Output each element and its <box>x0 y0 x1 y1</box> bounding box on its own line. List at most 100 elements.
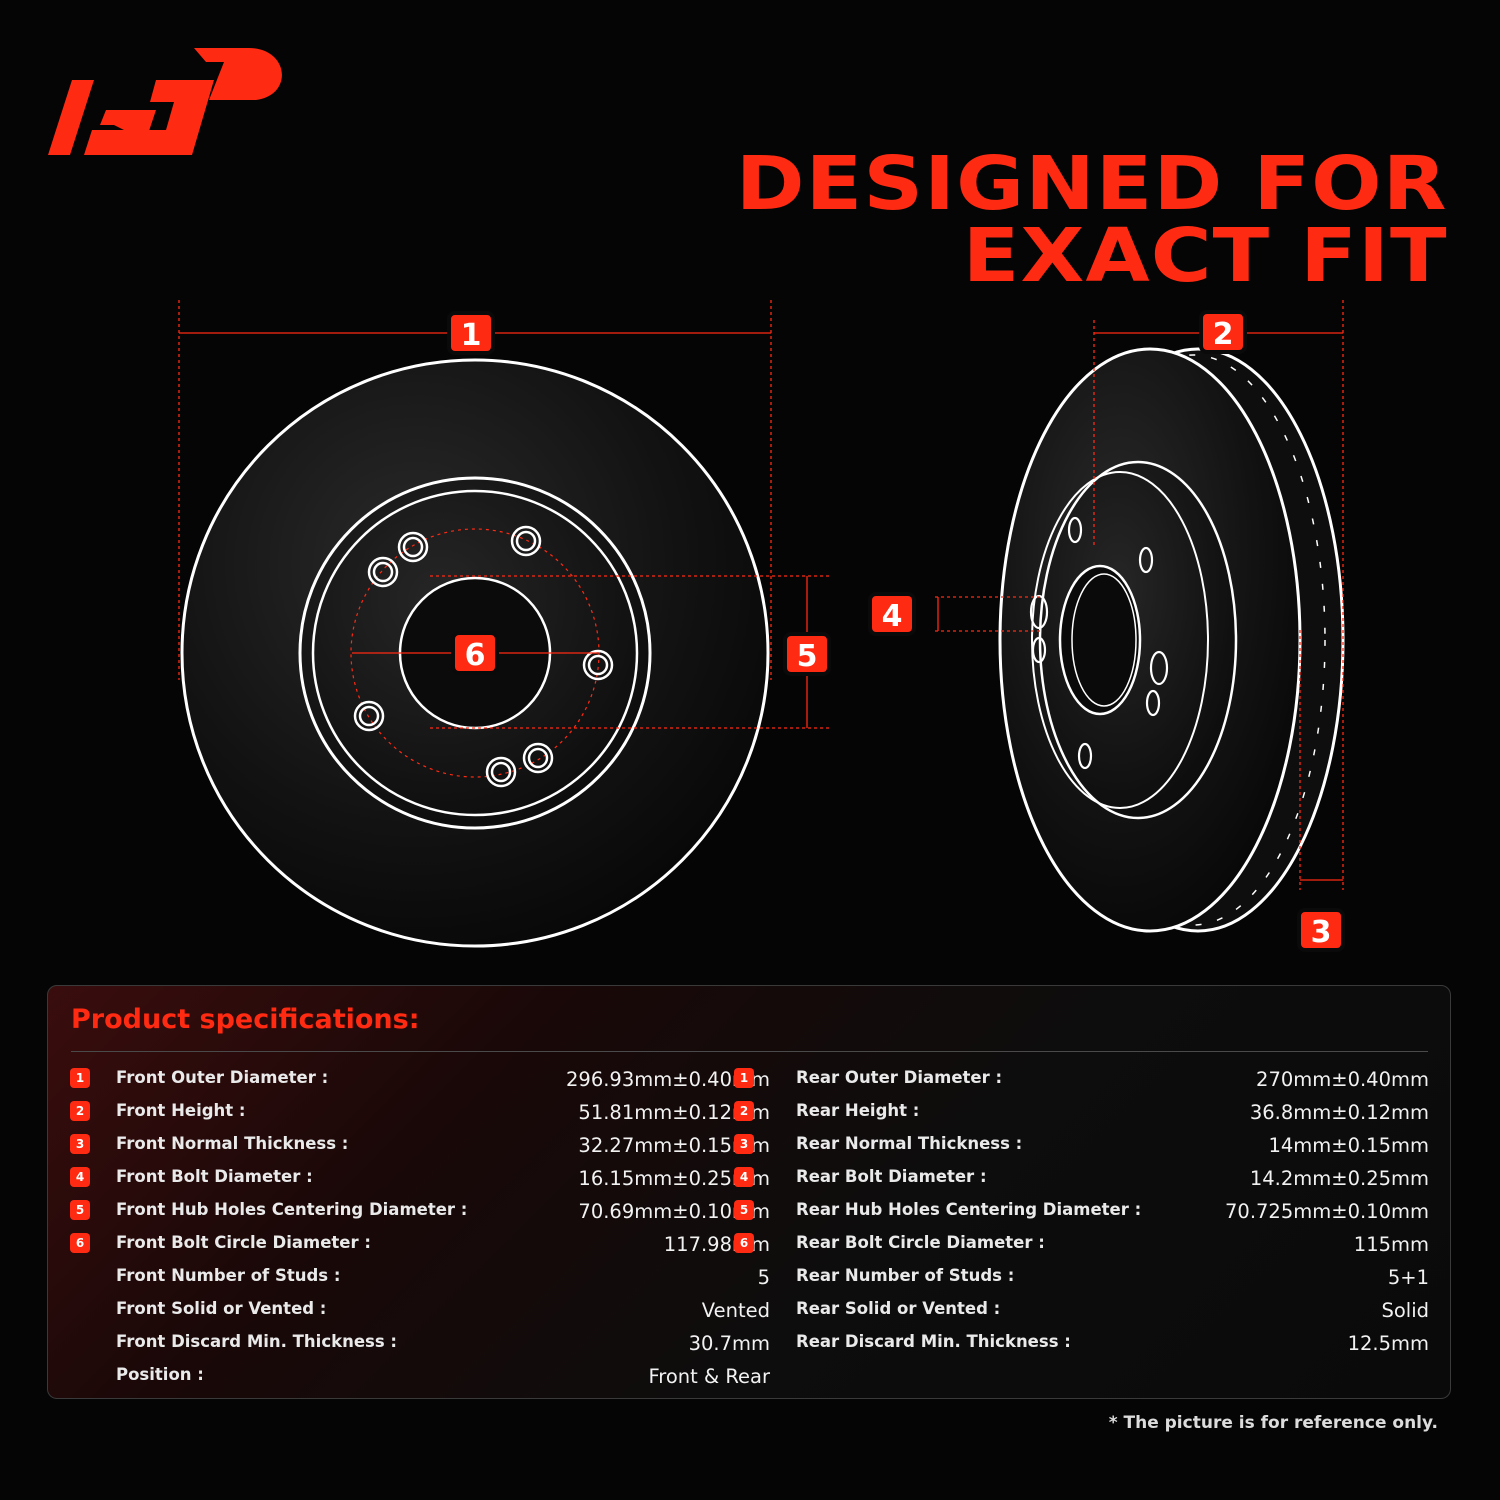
spec-number-badge: 4 <box>734 1167 754 1187</box>
badge-2: 2 <box>1199 310 1247 354</box>
spec-label: Front Hub Holes Centering Diameter : <box>116 1200 468 1219</box>
spec-value: 51.81mm±0.12mm <box>578 1101 770 1124</box>
rear-rotor-rim <box>1051 347 1345 933</box>
svg-text:1: 1 <box>461 318 482 353</box>
spec-row: 2 Front Height : 51.81mm±0.12mm <box>70 1097 770 1130</box>
spec-row: Front Discard Min. Thickness :30.7mm <box>70 1328 770 1361</box>
svg-text:4: 4 <box>882 599 903 634</box>
spec-label: Rear Height : <box>796 1101 920 1120</box>
stud-hole-inner <box>402 536 424 558</box>
spec-value: Vented <box>701 1299 770 1322</box>
spec-value: 270mm±0.40mm <box>1256 1068 1429 1091</box>
spec-label: Rear Hub Holes Centering Diameter : <box>796 1200 1142 1219</box>
rear-rotor <box>998 347 1345 933</box>
spec-number-badge: 6 <box>70 1233 90 1253</box>
badge-6: 6 <box>451 631 499 675</box>
spec-number-badge: 1 <box>70 1068 90 1088</box>
stud-hole <box>510 525 542 557</box>
spec-row: 1 Front Outer Diameter : 296.93mm±0.40mm <box>70 1064 770 1097</box>
spec-value: 5 <box>757 1266 770 1289</box>
spec-row: Rear Number of Studs : 5+1 <box>752 1262 1429 1295</box>
spec-row: Front Number of Studs : 5 <box>70 1262 770 1295</box>
spec-label: Front Outer Diameter : <box>116 1068 329 1087</box>
spec-number-badge: 5 <box>70 1200 90 1220</box>
stud-hole <box>1031 636 1047 664</box>
stud-hole <box>522 742 554 774</box>
spec-label: Rear Solid or Vented : <box>796 1299 1001 1318</box>
spec-row: 2 Rear Height : 36.8mm±0.12mm <box>734 1097 1429 1130</box>
spec-label: Rear Outer Diameter : <box>796 1068 1003 1087</box>
footnote: * The picture is for reference only. <box>1108 1413 1438 1433</box>
spec-row: Rear Discard Min. Thickness :12.5mm <box>752 1328 1429 1361</box>
logo-bar <box>134 80 214 155</box>
rear-rotor-hat-outer <box>1038 460 1238 820</box>
spec-value: Front & Rear <box>648 1365 770 1388</box>
spec-divider <box>71 1051 1428 1052</box>
stud-hole <box>485 756 517 788</box>
spec-value: 36.8mm±0.12mm <box>1249 1101 1429 1124</box>
svg-text:2: 2 <box>1213 317 1234 352</box>
spec-number-badge: 1 <box>734 1068 754 1088</box>
spec-label: Rear Bolt Circle Diameter : <box>796 1233 1045 1252</box>
stud-hole-inner <box>372 561 394 583</box>
spec-label: Front Normal Thickness : <box>116 1134 349 1153</box>
logo-letter-p <box>194 48 282 100</box>
spec-value: 30.7mm <box>688 1332 770 1355</box>
badge-4: 4 <box>868 592 916 636</box>
stud-hole <box>1145 689 1161 717</box>
spec-value: 14mm±0.15mm <box>1268 1134 1429 1157</box>
spec-label: Rear Discard Min. Thickness : <box>796 1332 1071 1351</box>
spec-number-badge: 3 <box>70 1134 90 1154</box>
spec-label: Front Bolt Diameter : <box>116 1167 313 1186</box>
spec-row: 5 Front Hub Holes Centering Diameter : 70.… <box>70 1196 770 1229</box>
svg-text:6: 6 <box>465 638 486 673</box>
rear-rotor-face <box>998 347 1302 933</box>
rear-rotor-center-bore <box>1058 564 1142 716</box>
stud-hole <box>1067 516 1083 544</box>
rear-rotor-bore-inner <box>1071 573 1137 707</box>
spec-value: Solid <box>1381 1299 1429 1322</box>
stud-hole-inner <box>587 654 609 676</box>
rear-rotor-hat-inner <box>1031 471 1209 809</box>
stud-hole <box>582 649 614 681</box>
logo-slash-left <box>48 80 94 155</box>
stud-hole <box>1138 546 1154 574</box>
headline: DESIGNED FOR EXACT FIT <box>736 147 1448 299</box>
rear-rotor-vent-line <box>1060 354 1326 926</box>
spec-value: 5+1 <box>1387 1266 1429 1289</box>
front-rotor-outer-edge <box>180 358 770 948</box>
spec-label: Rear Number of Studs : <box>796 1266 1015 1285</box>
spec-title: Product specifications: <box>71 1004 420 1035</box>
spec-label: Front Bolt Circle Diameter : <box>116 1233 371 1252</box>
spec-label: Rear Bolt Diameter : <box>796 1167 987 1186</box>
spec-number-badge: 2 <box>734 1101 754 1121</box>
stud-hole <box>1149 650 1169 686</box>
spec-value: 16.15mm±0.25mm <box>578 1167 770 1190</box>
spec-row: 1 Rear Outer Diameter : 270mm±0.40mm <box>734 1064 1429 1097</box>
spec-value: 70.725mm±0.10mm <box>1225 1200 1429 1223</box>
badge-1: 1 <box>447 311 495 355</box>
spec-row: 4 Front Bolt Diameter : 16.15mm±0.25mm <box>70 1163 770 1196</box>
spec-value: 70.69mm±0.10mm <box>578 1200 770 1223</box>
stud-hole <box>353 700 385 732</box>
spec-number-badge: 4 <box>70 1167 90 1187</box>
svg-text:3: 3 <box>1311 915 1332 950</box>
spec-label: Position : <box>116 1365 204 1384</box>
spec-label: Front Height : <box>116 1101 246 1120</box>
spec-value: 296.93mm±0.40mm <box>566 1068 770 1091</box>
spec-label: Front Number of Studs : <box>116 1266 341 1285</box>
badge-3: 3 <box>1297 908 1345 952</box>
headline-line-2: EXACT FIT <box>963 213 1448 299</box>
spec-number-badge: 5 <box>734 1200 754 1220</box>
dimension-badges: 1 2 3 4 5 6 <box>447 310 1345 952</box>
stud-hole-inner <box>358 705 380 727</box>
spec-row: Position : Front & Rear <box>70 1361 770 1394</box>
spec-panel: Product specifications: 1 Front Outer Dia… <box>47 985 1451 1399</box>
dimension-lines <box>178 300 1344 890</box>
spec-number-badge: 6 <box>734 1233 754 1253</box>
